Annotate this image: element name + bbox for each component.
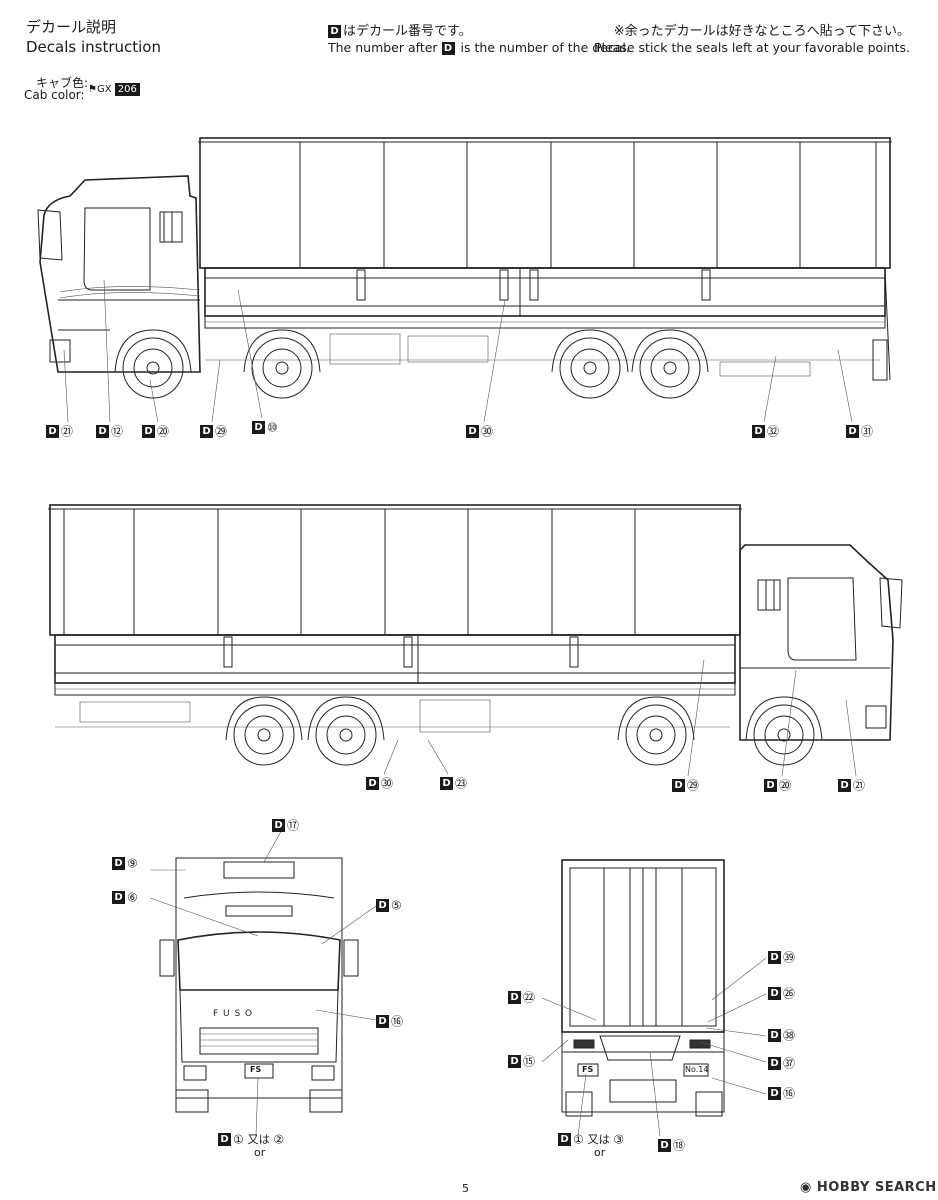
side-view-right	[48, 504, 903, 777]
rear-plate: FS	[582, 1065, 594, 1074]
hobby-search-logo-icon: ◉	[800, 1180, 812, 1195]
leftover-note-jp: ※余ったデカールは好きなところへ貼って下さい。	[613, 24, 910, 39]
page-title-jp: デカール説明	[26, 18, 117, 36]
front-or-label: or	[254, 1146, 266, 1159]
rear-number-plate: No.14	[685, 1065, 709, 1074]
decal-d-icon: D	[328, 25, 341, 38]
cab-color-code: ⚑GX 206	[88, 83, 140, 96]
decal-d-icon: D	[441, 42, 455, 55]
decal-number-note-en: The number after D is the number of the …	[328, 40, 630, 55]
flag-icon: ⚑	[88, 84, 97, 95]
watermark: ◉ HOBBY SEARCH	[800, 1180, 937, 1195]
page-title-en: Decals instruction	[26, 38, 161, 56]
page-number: 5	[462, 1182, 469, 1195]
front-grille-logo: F U S O	[213, 1009, 254, 1019]
rear-or-label: or	[594, 1146, 606, 1159]
rear-view	[541, 859, 767, 1137]
cab-color-label-jp: キャブ色:	[36, 76, 89, 90]
front-view	[149, 825, 377, 1137]
front-plate: FS	[250, 1065, 262, 1074]
leftover-note-en: Please stick the seals left at your favo…	[594, 40, 910, 55]
cab-color-label-en: Cab color:	[24, 88, 85, 102]
side-view-left	[37, 137, 892, 423]
